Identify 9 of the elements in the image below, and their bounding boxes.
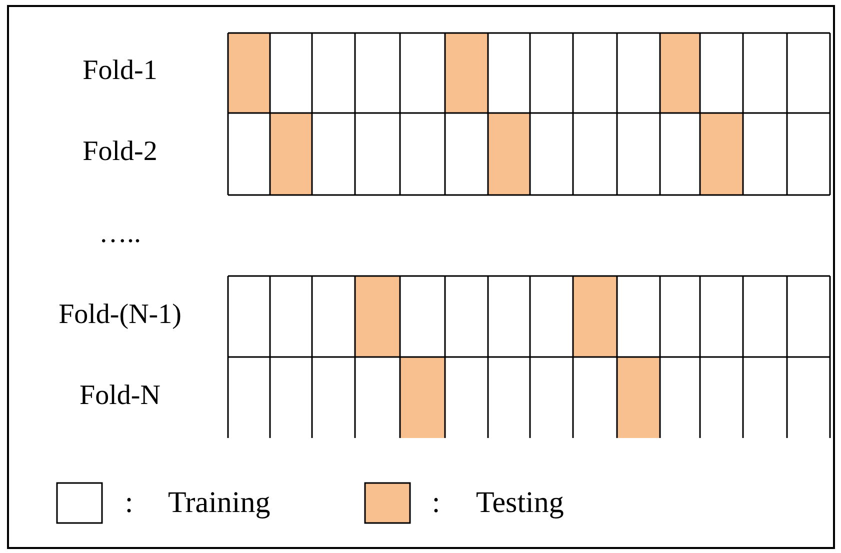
- separator: :: [432, 488, 440, 518]
- row-label: Fold-N: [80, 382, 160, 410]
- ellipsis: …..: [99, 220, 141, 248]
- row-label: Fold-1: [82, 57, 158, 85]
- row-label: Fold-2: [82, 138, 158, 166]
- legend-label: Testing: [476, 488, 564, 518]
- separator: :: [124, 488, 134, 518]
- legend-label: Training: [168, 488, 270, 518]
- row-label: Fold-(N-1): [58, 300, 182, 328]
